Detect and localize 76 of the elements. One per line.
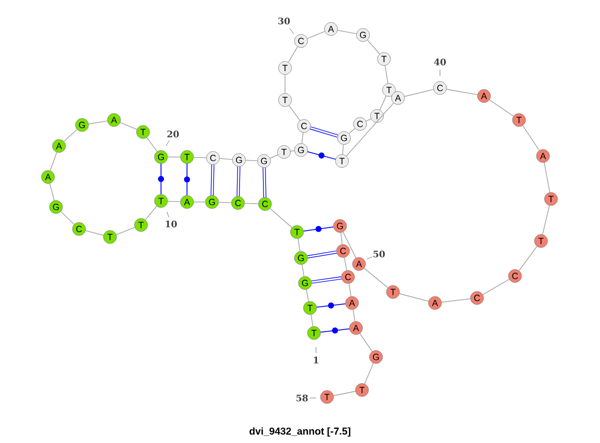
base-pair-line	[210, 164, 214, 196]
position-number: 10	[166, 212, 177, 228]
backbone-line	[522, 125, 540, 151]
backbone-line	[64, 129, 78, 142]
backbone-line	[167, 200, 181, 202]
base-pair-line	[262, 168, 266, 198]
base-pair-line	[184, 163, 190, 196]
backbone-line	[270, 154, 278, 159]
position-number: 50	[366, 250, 385, 260]
backbone-line	[85, 230, 104, 236]
caption: dvi_9432_annot [-7.5]	[250, 427, 350, 437]
backbone-line	[60, 211, 75, 225]
backbone-line	[193, 156, 207, 158]
backbone-line	[482, 278, 510, 296]
backbone-line	[399, 293, 429, 302]
backbone-line	[359, 333, 373, 352]
position-number: 40	[434, 58, 446, 76]
position-number: 1	[314, 346, 318, 364]
backbone-line	[379, 96, 387, 110]
backbone-line	[544, 162, 550, 193]
backbone-line	[49, 183, 55, 201]
backbone-line	[337, 30, 357, 34]
base-pair-line	[307, 151, 336, 160]
backbone-line	[290, 150, 295, 152]
base-pair-line	[316, 302, 346, 308]
backbone-line	[219, 158, 233, 160]
backbone-line	[348, 128, 356, 134]
backbone-line	[310, 314, 314, 327]
backbone-line	[50, 152, 58, 172]
backbone-line	[144, 206, 158, 220]
backbone-line	[348, 283, 352, 297]
backbone-line	[146, 137, 158, 152]
base-pair-line	[311, 276, 342, 284]
backbone-line	[270, 208, 292, 228]
backbone-line	[298, 238, 300, 252]
backbone-line	[344, 257, 348, 271]
backbone-line	[364, 268, 388, 288]
backbone-line	[404, 89, 434, 97]
backbone-line	[340, 232, 343, 245]
base-pair-line	[236, 166, 240, 196]
backbone-line	[352, 309, 356, 322]
backbone-line	[333, 390, 356, 396]
backbone-line	[306, 289, 310, 302]
backbone-line	[346, 102, 394, 156]
backbone-line	[364, 362, 374, 384]
backbone-line	[367, 40, 380, 54]
backbone-line	[518, 246, 538, 271]
backbone-line	[120, 122, 138, 130]
backbone-line	[116, 227, 136, 235]
position-number: 58	[296, 394, 316, 402]
backbone-line	[88, 120, 108, 124]
backbone-line	[284, 74, 286, 94]
position-number: 30	[278, 18, 294, 34]
backbone-line	[245, 160, 258, 162]
base-pair-line	[307, 250, 337, 258]
backbone-line	[306, 31, 326, 39]
backbone-line	[366, 118, 372, 122]
backbone-line	[446, 88, 478, 96]
base-pair-line	[310, 126, 338, 138]
backbone-line	[342, 144, 344, 155]
backbone-line	[218, 202, 232, 204]
backbone-line	[301, 132, 304, 144]
backbone-line	[167, 156, 181, 158]
backbone-line	[441, 298, 471, 303]
backbone-line	[542, 205, 550, 235]
backbone-line	[342, 232, 356, 258]
position-number: 20	[166, 130, 179, 146]
backbone-line	[288, 105, 300, 121]
backbone-line	[384, 65, 388, 84]
base-pair-line	[303, 226, 334, 232]
backbone-line	[288, 46, 298, 63]
backbone-line	[302, 264, 304, 277]
base-pair-line	[158, 163, 164, 195]
base-pair-line	[320, 327, 350, 334]
backbone-line	[244, 202, 259, 204]
backbone-line	[489, 99, 514, 117]
